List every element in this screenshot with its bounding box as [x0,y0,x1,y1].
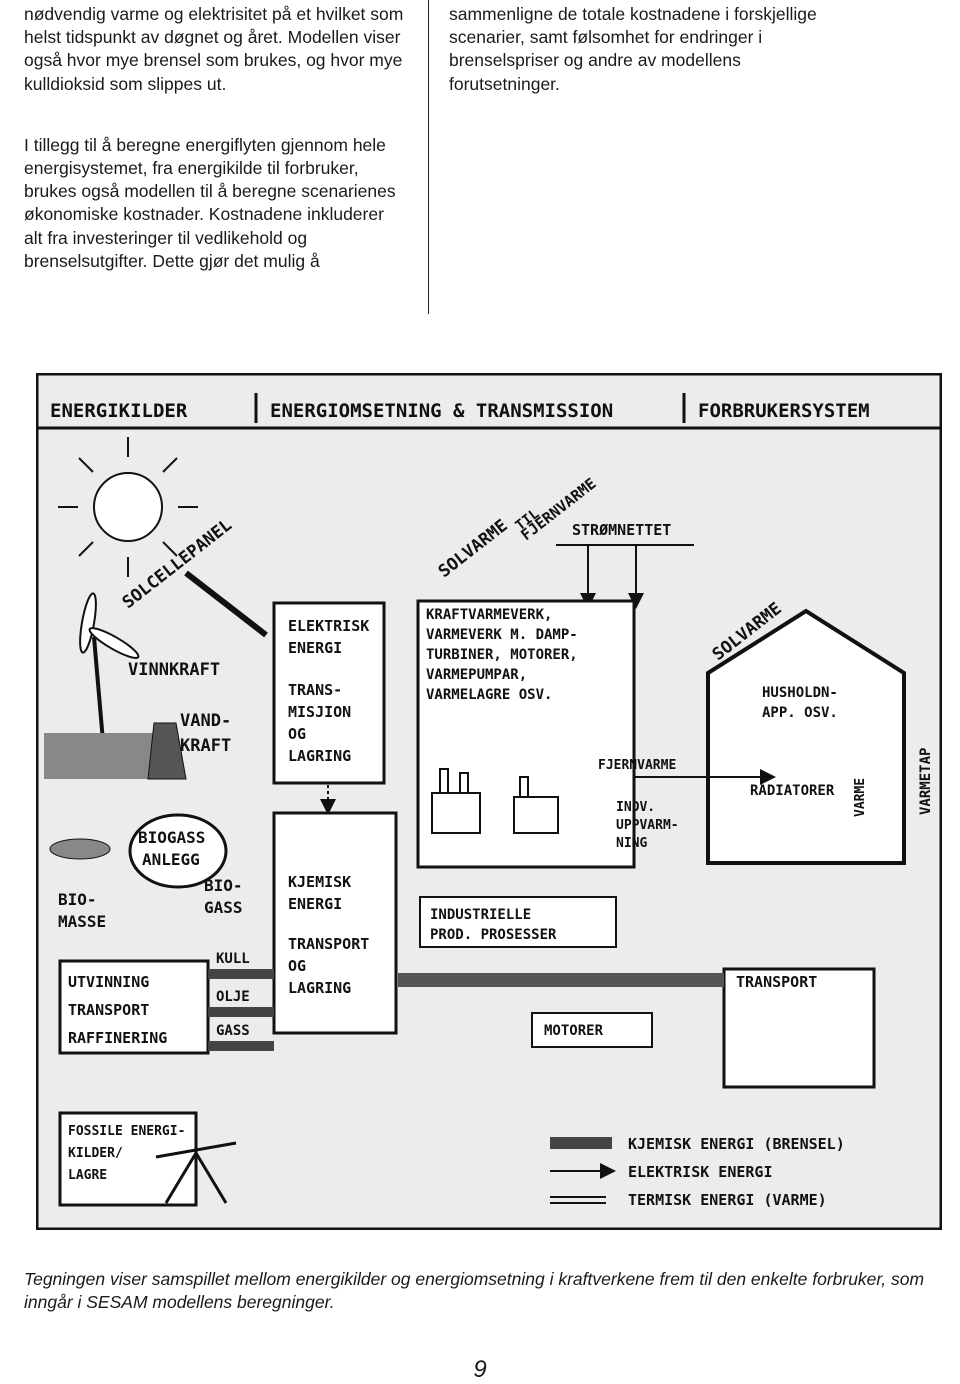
label-biogass-2: GASS [204,898,243,917]
header-forbrukersystem: FORBRUKERSYSTEM [698,400,870,422]
label-vandkraft-2: KRAFT [180,736,231,756]
label-biogass-1: BIO- [204,876,243,895]
sun-icon [58,437,198,577]
legend-chemical: KJEMISK ENERGI (BRENSEL) [628,1135,845,1153]
label-husholdn-2: APP. OSV. [762,705,838,721]
energy-system-illustration: ENERGIKILDER ENERGIOMSETNING & TRANSMISS… [36,373,942,1230]
legend-thermal: TERMISK ENERGI (VARME) [628,1191,827,1209]
label-biogassanlegg-1: BIOGASS [138,828,205,847]
label-fossile-1: FOSSILE ENERGI- [68,1124,185,1139]
label-elektrisk-1: ELEKTRISK [288,617,369,635]
label-fjernvarme: FJERNVARME [598,758,676,773]
label-biogassanlegg-2: ANLEGG [142,850,200,869]
label-olje: OLJE [216,989,250,1005]
page-number: 9 [473,1356,487,1383]
solar-panel-mast [184,570,268,638]
paragraph: sammenligne de totale kostnadene i forsk… [449,4,817,94]
figure-caption: Tegningen viser samspillet mellom energi… [24,1269,925,1312]
header-energikilder: ENERGIKILDER [50,400,188,422]
label-kraftvarme-3: TURBINER, MOTORER, [426,647,578,663]
text-column-right: sammenligne de totale kostnadene i forsk… [449,3,829,96]
label-gass: GASS [216,1023,250,1039]
label-kraftvarme-5: VARMELAGRE OSV. [426,687,552,703]
text-column-left: nødvendig varme og elektrisitet på et hv… [24,3,404,273]
label-radiatorer: RADIATORER [750,783,835,799]
label-biomasse-2: MASSE [58,912,106,931]
label-utvinning-2: TRANSPORT [68,1001,149,1019]
extraction-box [58,959,210,1055]
label-industrielle-1: INDUSTRIELLE [430,907,531,923]
gas-pipe [208,1041,274,1051]
legend-electric: ELEKTRISK ENERGI [628,1163,773,1181]
label-elektrisk-2: ENERGI [288,639,342,657]
header-energiomsetning: ENERGIOMSETNING & TRANSMISSION [270,400,613,422]
label-industrielle-2: PROD. PROSESSER [430,927,557,943]
label-motorer: MOTORER [544,1023,604,1039]
label-transmisjon-3: OG [288,725,306,743]
label-husholdn-1: HUSHOLDN- [762,685,838,701]
legend: KJEMISK ENERGI (BRENSEL) ELEKTRISK ENERG… [550,1135,845,1209]
label-kraftvarme-4: VARMEPUMPAR, [426,667,527,683]
biogas-plant-icon [128,813,228,889]
label-kraftvarme-1: KRAFTVARMEVERK, [426,607,552,623]
label-transmisjon-2: MISJION [288,703,351,721]
electric-energy-box [272,601,386,785]
label-indv-3: NING [616,836,647,851]
chemical-flow-pipe [398,973,724,987]
transport-box [722,967,876,1089]
label-varme: VARME [853,778,868,817]
label-transport: TRANSPORT [736,973,817,991]
factory-icon [431,768,559,834]
industrial-process-box [419,896,617,948]
motors-box [531,1012,653,1048]
oil-pump-icon [155,1141,237,1204]
label-utvinning-1: UTVINNING [68,973,149,991]
label-kjemisk-4: OG [288,957,306,975]
column-divider [428,0,429,314]
label-utvinning-3: RAFFINERING [68,1029,167,1047]
oil-pipe [208,1007,274,1017]
label-transmisjon-4: LAGRING [288,747,351,765]
label-fossile-3: LAGRE [68,1168,107,1183]
label-biomasse-1: BIO- [58,890,97,909]
label-kjemisk-1: KJEMISK [288,873,351,891]
label-indv-2: UPPVARM- [616,818,679,833]
label-kjemisk-2: ENERGI [288,895,342,913]
label-fossile-2: KILDER/ [68,1146,123,1161]
label-kull: KULL [216,951,250,967]
dam-icon [44,722,187,780]
legend-swatch-chemical [550,1137,612,1149]
paragraph: nødvendig varme og elektrisitet på et hv… [24,4,404,94]
label-transmisjon-1: TRANS- [288,681,342,699]
coal-pipe [208,969,274,979]
house-icon [706,608,906,865]
label-stromnettet: STRØMNETTET [572,521,671,539]
label-kjemisk-3: TRANSPORT [288,935,369,953]
label-vandkraft-1: VAND- [180,711,231,731]
paragraph: I tillegg til å beregne energiflyten gje… [24,134,396,271]
chemical-energy-box [272,811,398,1035]
label-varmetap: VARMETAP [918,748,934,815]
label-indv-1: INDV. [616,800,655,815]
label-vinnkraft: VINNKRAFT [128,660,220,680]
label-kraftvarme-2: VARMEVERK M. DAMP- [426,627,578,643]
label-kjemisk-5: LAGRING [288,979,351,997]
biomass-icon [49,838,111,860]
